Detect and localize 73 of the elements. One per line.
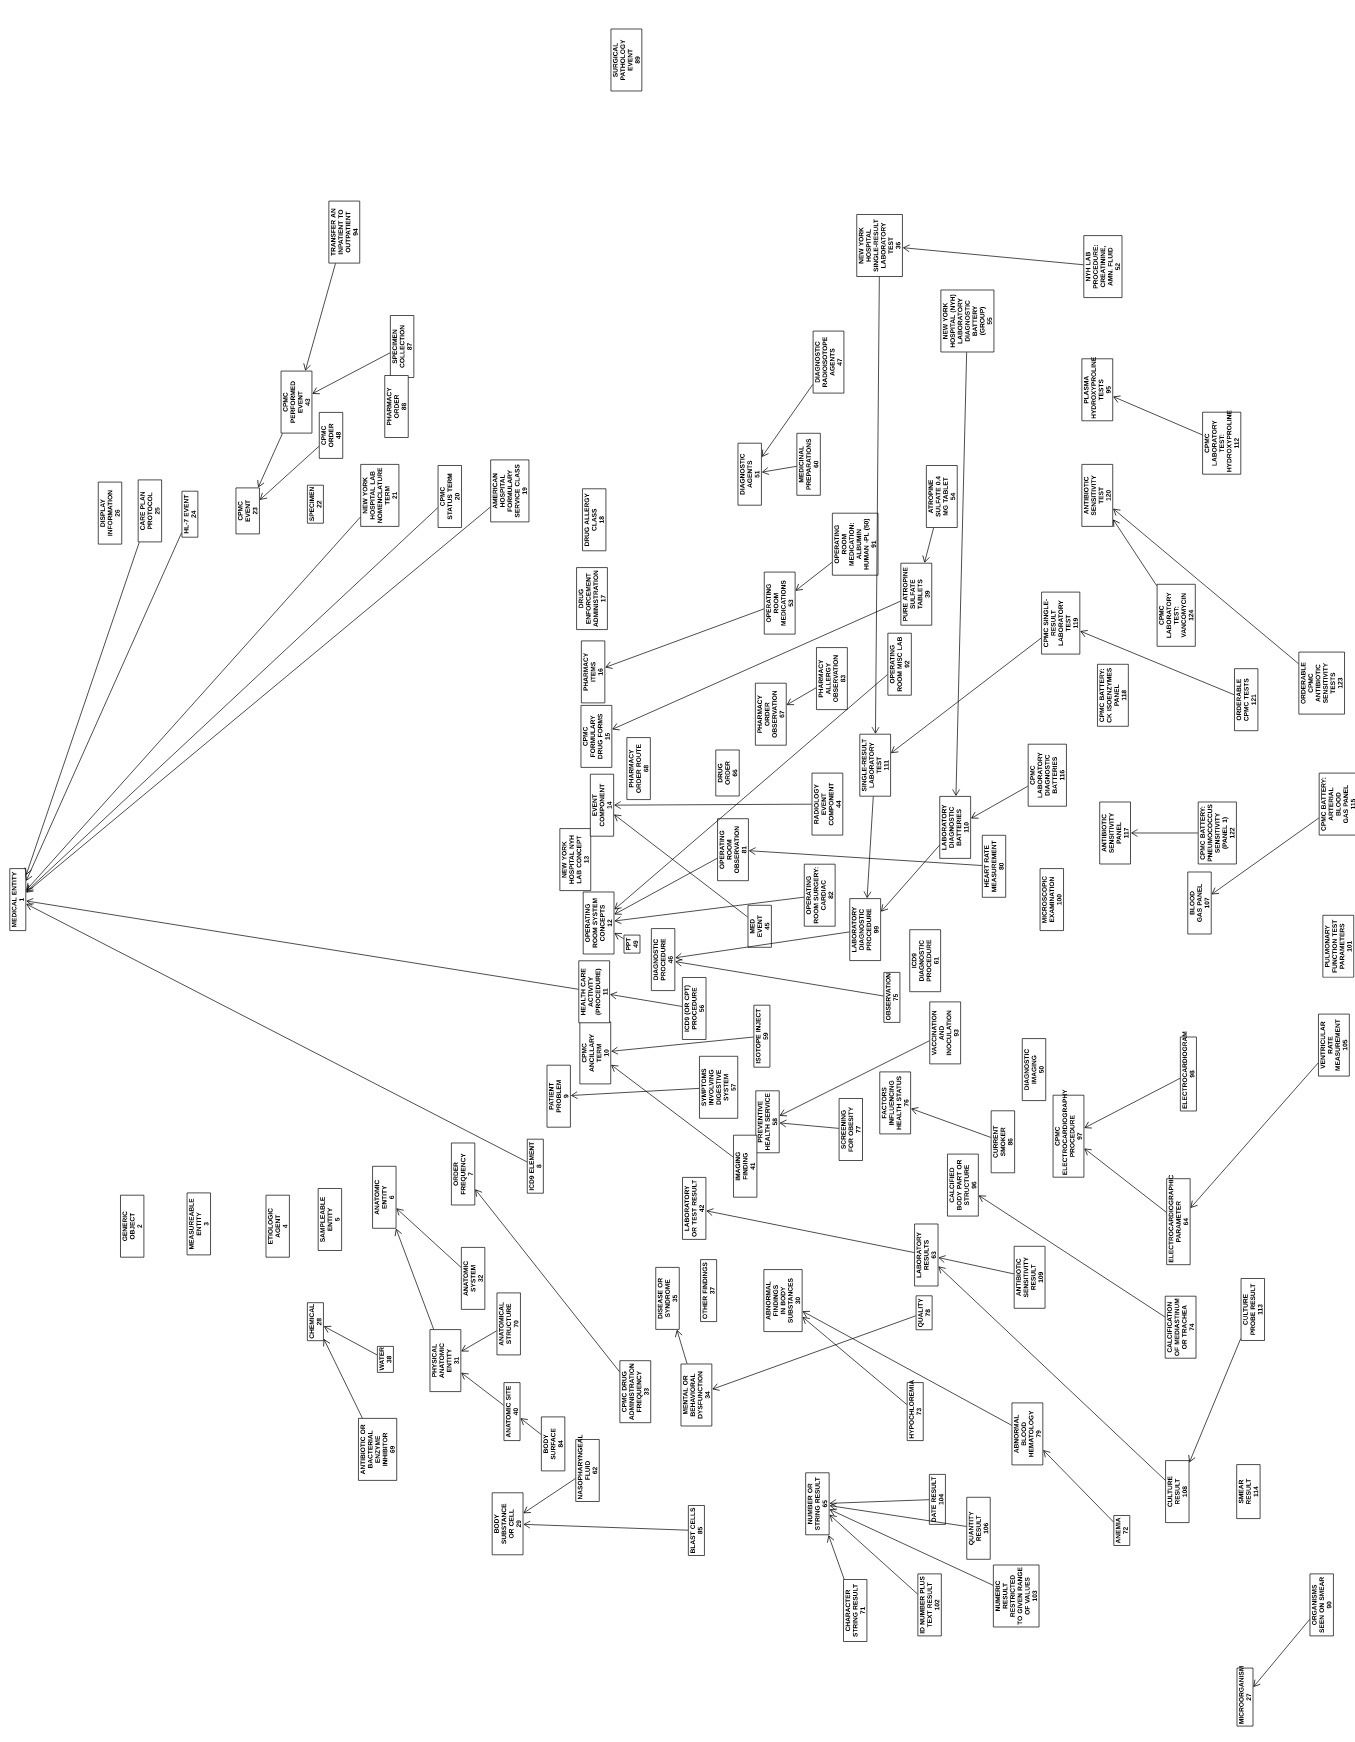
arrow (614, 801, 812, 809)
arrow (475, 1189, 620, 1373)
arrow (863, 796, 874, 898)
arrow (829, 1508, 994, 1586)
arrow (614, 674, 888, 910)
arrow (891, 637, 1042, 754)
arrow (520, 1418, 542, 1435)
arrow (614, 896, 805, 924)
arrow (911, 1107, 992, 1138)
arrow (1080, 630, 1235, 696)
arrow (26, 903, 528, 1163)
arrow (323, 1339, 363, 1419)
arrow (802, 1311, 1012, 1426)
arrow (675, 1330, 688, 1364)
arrow (1188, 1338, 1242, 1463)
arrow (24, 541, 140, 875)
arrow (461, 1372, 504, 1406)
arrow (675, 931, 850, 961)
arrow (312, 352, 391, 395)
arrow (675, 958, 884, 997)
arrow (611, 1064, 734, 1158)
arrow (523, 1520, 689, 1531)
arrow (827, 1535, 845, 1580)
arrow (802, 1317, 908, 1405)
arrow (829, 1499, 930, 1507)
arrow (1043, 1450, 1114, 1523)
arrow (922, 527, 934, 563)
arrow (779, 1040, 930, 1117)
arrow (259, 446, 320, 500)
arrow (26, 898, 579, 990)
arrow (881, 844, 940, 912)
arrow (1113, 519, 1158, 587)
arrow (1084, 1078, 1181, 1129)
arrow (749, 847, 983, 866)
arrow (829, 1502, 967, 1527)
arrow (571, 1088, 700, 1099)
arrow (706, 1208, 915, 1253)
arrow (25, 532, 182, 881)
arrow (978, 1195, 1166, 1318)
arrow (1190, 1062, 1319, 1208)
arrow (605, 608, 765, 669)
arrow (786, 687, 817, 705)
arrow (461, 1330, 497, 1352)
arrow (829, 1514, 918, 1595)
arrow (324, 1325, 378, 1356)
arrow (396, 1208, 462, 1268)
arrow (26, 516, 361, 891)
arrow (611, 1036, 754, 1055)
arrow (795, 561, 833, 591)
arrow (394, 1228, 435, 1330)
arrow (762, 465, 797, 475)
arrow (871, 276, 880, 734)
arrow (1084, 1148, 1167, 1213)
arrow (1113, 508, 1299, 665)
arrow (712, 1315, 917, 1391)
arrow (1211, 817, 1320, 895)
arrow (303, 263, 336, 371)
arrow (761, 384, 814, 457)
arrow (952, 352, 967, 796)
arrow (1113, 395, 1203, 436)
arrow (257, 433, 283, 488)
arrow (610, 991, 683, 1007)
arrow (614, 814, 748, 918)
arrow (614, 857, 718, 915)
arrow (938, 1266, 1166, 1481)
arrow (903, 244, 1084, 266)
arrow (1131, 829, 1199, 837)
arrow (779, 1119, 840, 1129)
arrow (938, 1255, 1015, 1275)
arrow (612, 600, 901, 731)
arrow (1253, 1619, 1310, 1687)
arrow (614, 932, 624, 940)
arrow (971, 785, 1029, 819)
